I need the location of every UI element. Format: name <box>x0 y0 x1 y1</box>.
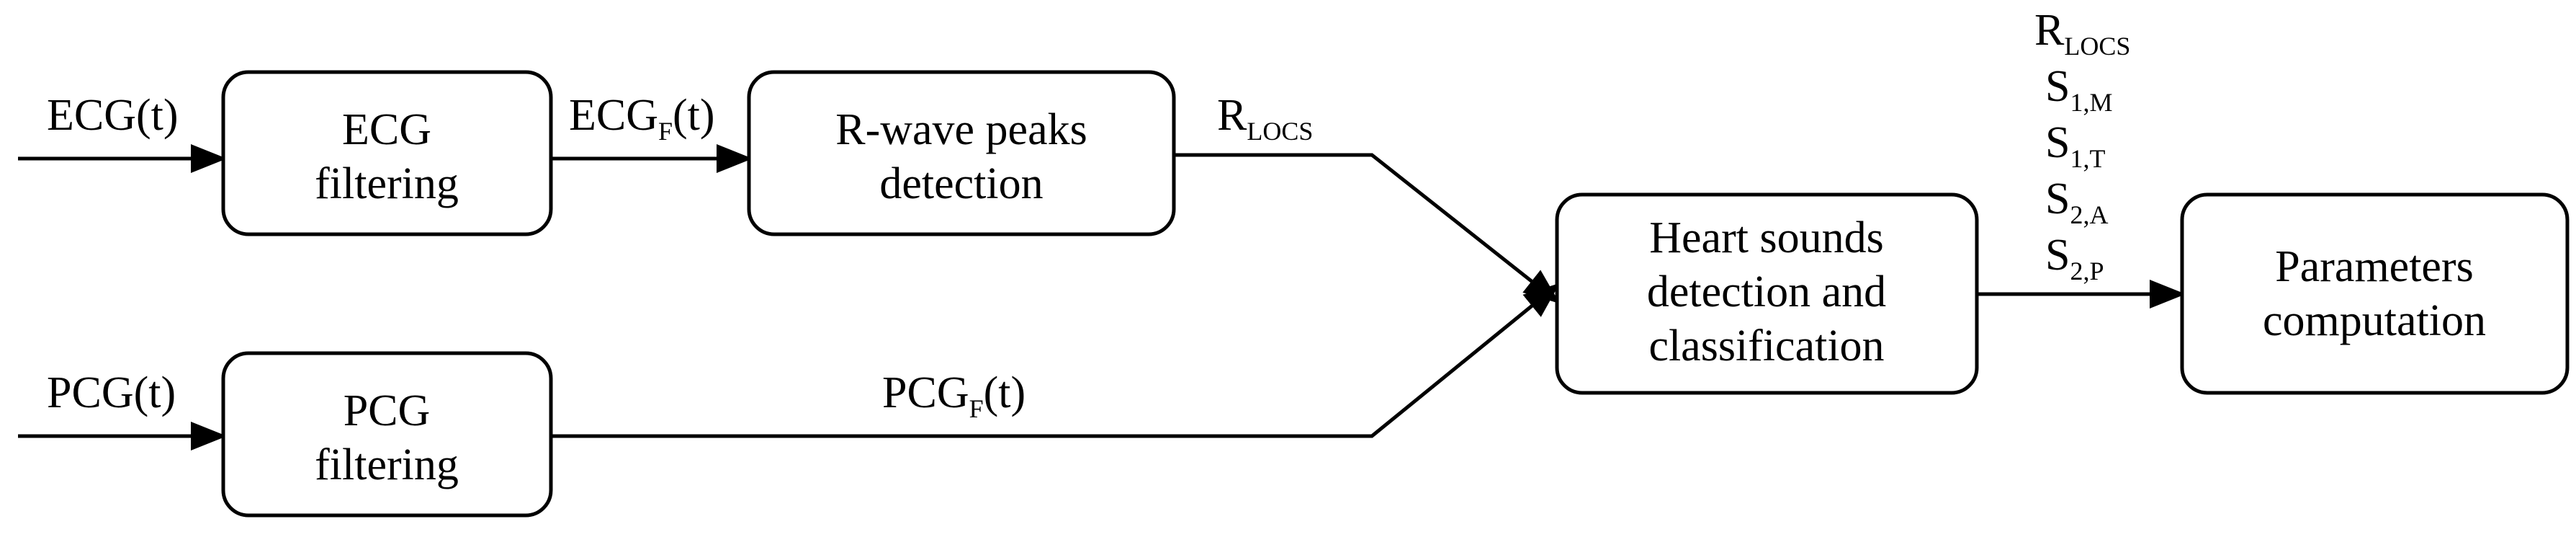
r-locs-label: RLOCS <box>1217 91 1313 146</box>
pcg-filtering-block: PCG filtering <box>221 351 553 518</box>
output-signal-label: RLOCS <box>2034 6 2130 61</box>
block-label: filtering <box>315 159 459 208</box>
ecg-input-label: ECG(t) <box>47 91 179 140</box>
output-signal-label: S2,P <box>2045 231 2104 285</box>
block-label: computation <box>2263 296 2486 345</box>
pcg-input-label: PCG(t) <box>47 368 176 417</box>
output-signal-label: S1,T <box>2045 118 2105 173</box>
pcg-filtered-label: PCGF(t) <box>882 368 1026 423</box>
output-signal-label: S1,M <box>2045 62 2113 117</box>
ecg-filtering-block: ECG filtering <box>221 70 553 236</box>
output-signal-label: S2,A <box>2045 174 2108 229</box>
block-label: PCG <box>344 386 431 435</box>
block-label: detection and <box>1647 267 1886 316</box>
heart-sounds-block: Heart sounds detection and classificatio… <box>1555 192 1979 395</box>
r-locs-arrow <box>1174 153 1560 304</box>
block-label: Parameters <box>2275 242 2473 291</box>
parameters-block: Parameters computation <box>2180 192 2570 395</box>
block-label: ECG <box>342 105 431 154</box>
output-signals-list: RLOCS S1,M S1,T S2,A S2,P <box>2034 6 2130 285</box>
rwave-detection-block: R-wave peaks detection <box>747 70 1176 236</box>
block-label: Heart sounds <box>1649 213 1883 262</box>
ecg-filtered-label: ECGF(t) <box>569 91 715 146</box>
block-label: filtering <box>315 440 459 489</box>
block-label: detection <box>879 159 1043 208</box>
block-label: R-wave peaks <box>835 105 1087 154</box>
block-label: classification <box>1648 321 1884 370</box>
pcg-filtered-arrow <box>551 283 1560 438</box>
